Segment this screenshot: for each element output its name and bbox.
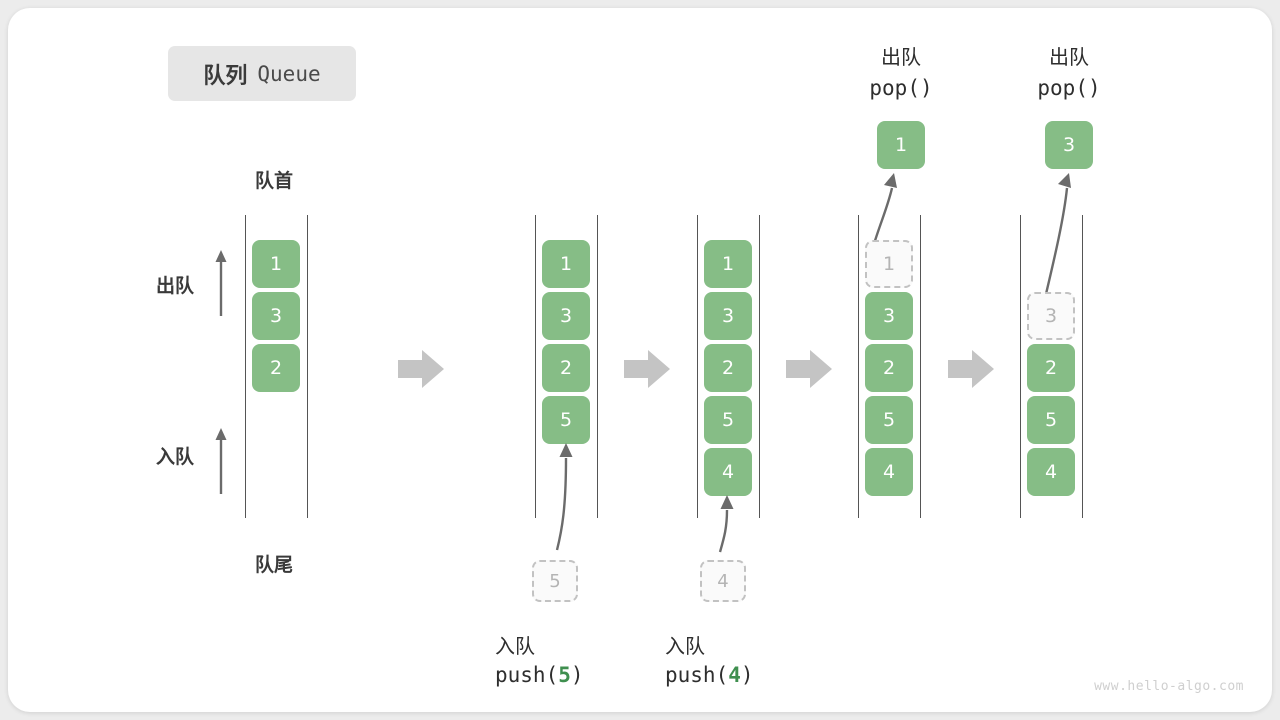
step-arrow-icon bbox=[398, 350, 444, 388]
popped-ghost-cell: 1 bbox=[865, 240, 913, 288]
push-code-value: 4 bbox=[728, 663, 741, 687]
queue-cell: 1 bbox=[542, 240, 590, 288]
title-english: Queue bbox=[257, 61, 321, 86]
dequeue-direction-arrow bbox=[215, 250, 227, 316]
queue-rail-left-col2 bbox=[535, 215, 536, 518]
pending-push-ghost-cell: 5 bbox=[532, 560, 578, 602]
step-arrow-icon bbox=[624, 350, 670, 388]
queue-cell: 2 bbox=[542, 344, 590, 392]
queue-cell: 3 bbox=[704, 292, 752, 340]
push-code-prefix: push( bbox=[665, 663, 729, 687]
diagram-card: 队列 Queue 队首 出队 入队 1 3 2 队尾 1 3 2 5 5 入队 … bbox=[8, 8, 1272, 712]
popped-cell: 1 bbox=[877, 121, 925, 169]
queue-cell-new: 4 bbox=[704, 448, 752, 496]
queue-cell: 2 bbox=[1027, 344, 1075, 392]
queue-rail-right-col2 bbox=[597, 215, 598, 518]
queue-cell: 3 bbox=[542, 292, 590, 340]
push-caption-chinese: 入队 bbox=[495, 634, 535, 658]
pending-push-ghost-cell: 4 bbox=[700, 560, 746, 602]
title-chip: 队列 Queue bbox=[168, 46, 356, 101]
queue-rear-label: 队尾 bbox=[254, 554, 293, 576]
push-motion-arrow bbox=[718, 495, 734, 553]
dequeue-direction-label: 出队 bbox=[156, 275, 195, 297]
push-code-prefix: push( bbox=[495, 663, 559, 687]
pop-header-code: pop() bbox=[1037, 76, 1101, 100]
pop-header-chinese: 出队 bbox=[1049, 45, 1089, 69]
site-watermark: www.hello-algo.com bbox=[1094, 679, 1244, 694]
queue-cell: 4 bbox=[1027, 448, 1075, 496]
queue-rail-left-col5 bbox=[1020, 215, 1021, 518]
push-caption-chinese: 入队 bbox=[665, 634, 705, 658]
pop-motion-arrow bbox=[1044, 173, 1071, 295]
queue-rail-right-col4 bbox=[920, 215, 921, 518]
step-arrow-icon bbox=[948, 350, 994, 388]
queue-cell: 3 bbox=[252, 292, 300, 340]
queue-rail-left-col3 bbox=[697, 215, 698, 518]
push-code-suffix: ) bbox=[570, 663, 584, 687]
queue-rail-right-col3 bbox=[759, 215, 760, 518]
pop-header-chinese: 出队 bbox=[881, 45, 921, 69]
step-arrow-icon bbox=[786, 350, 832, 388]
queue-rail-left-col4 bbox=[858, 215, 859, 518]
queue-cell: 5 bbox=[704, 396, 752, 444]
enqueue-direction-label: 入队 bbox=[156, 446, 195, 468]
push-caption-code: push(5) bbox=[495, 663, 655, 687]
queue-front-label: 队首 bbox=[254, 170, 293, 192]
queue-cell: 4 bbox=[865, 448, 913, 496]
push-code-suffix: ) bbox=[740, 663, 754, 687]
queue-rail-right-col5 bbox=[1082, 215, 1083, 518]
popped-cell: 3 bbox=[1045, 121, 1093, 169]
push-motion-arrow bbox=[555, 443, 573, 551]
queue-rail-right-col1 bbox=[307, 215, 308, 518]
popped-ghost-cell: 3 bbox=[1027, 292, 1075, 340]
pop-motion-arrow bbox=[872, 173, 897, 245]
queue-cell: 2 bbox=[252, 344, 300, 392]
push-code-value: 5 bbox=[558, 663, 571, 687]
title-chinese: 队列 bbox=[203, 63, 248, 89]
queue-cell: 2 bbox=[704, 344, 752, 392]
push-caption-code: push(4) bbox=[665, 663, 825, 687]
queue-cell: 5 bbox=[1027, 396, 1075, 444]
queue-cell-new: 5 bbox=[542, 396, 590, 444]
queue-cell: 1 bbox=[252, 240, 300, 288]
enqueue-direction-arrow bbox=[215, 428, 227, 494]
queue-cell: 3 bbox=[865, 292, 913, 340]
queue-cell: 1 bbox=[704, 240, 752, 288]
queue-cell: 2 bbox=[865, 344, 913, 392]
queue-cell: 5 bbox=[865, 396, 913, 444]
pop-header-code: pop() bbox=[869, 76, 933, 100]
queue-rail-left-col1 bbox=[245, 215, 246, 518]
